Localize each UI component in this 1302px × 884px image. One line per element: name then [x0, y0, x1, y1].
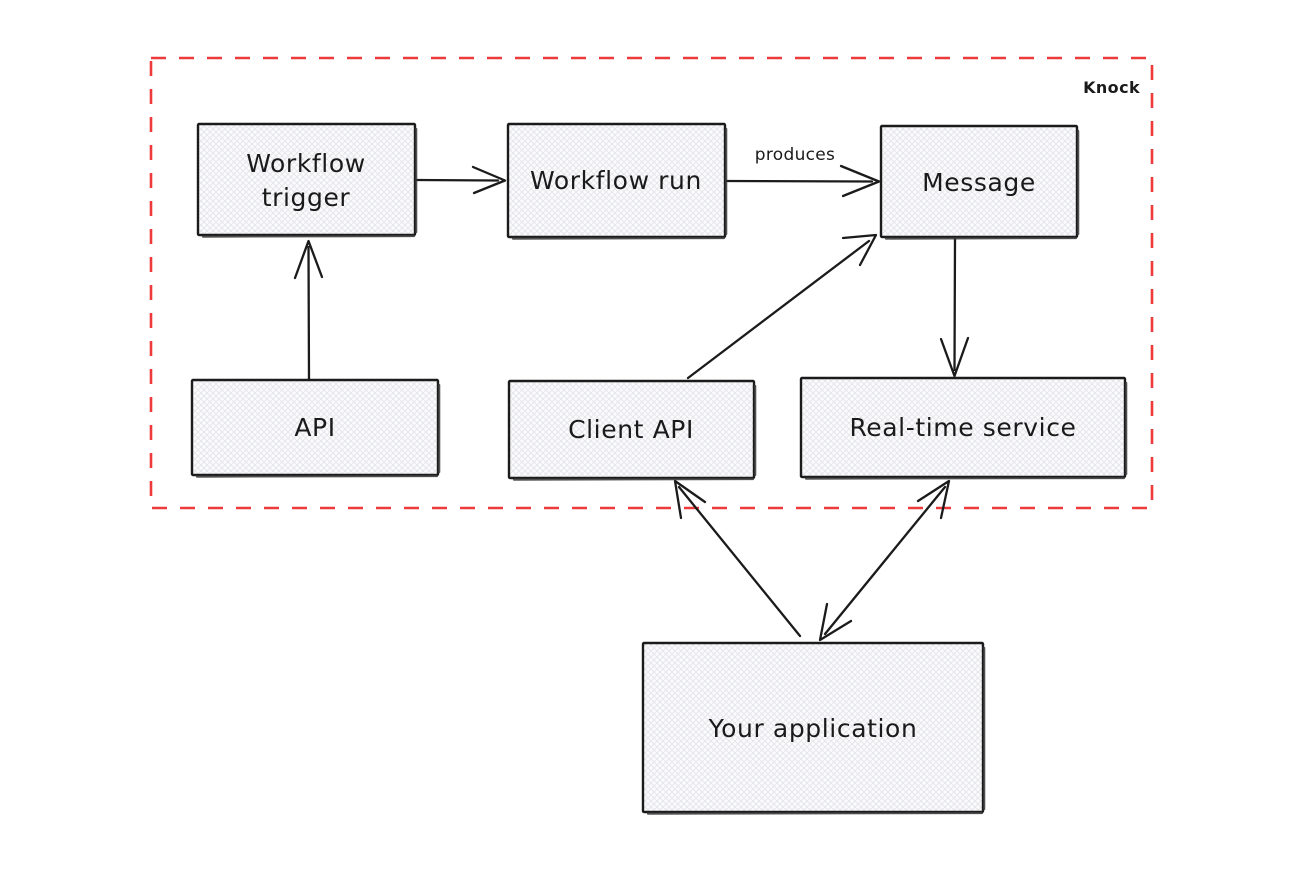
node-workflow-trigger[interactable]: Workflow trigger: [196, 122, 418, 238]
node-your-application[interactable]: Your application: [641, 641, 986, 815]
arrow-head-icon: [818, 602, 853, 642]
knock-group-label: Knock: [1083, 78, 1140, 97]
edge-trigger-to-run: [414, 165, 507, 195]
arrow-head-icon: [939, 336, 970, 378]
edge-application-to-client-api: [673, 479, 802, 638]
arrow-head-icon: [839, 164, 881, 198]
node-label-line2: trigger: [262, 183, 351, 212]
arrow-head-icon: [673, 479, 707, 520]
node-api[interactable]: API: [190, 378, 441, 478]
node-label: Message: [922, 168, 1036, 197]
node-client-api[interactable]: Client API: [507, 379, 757, 481]
arrow-head-icon: [471, 165, 507, 195]
edge-run-to-message: produces: [724, 145, 881, 198]
edge-label-produces: produces: [755, 145, 835, 165]
arrow-head-icon: [841, 233, 878, 267]
node-label: Real-time service: [849, 413, 1076, 442]
edge-api-to-trigger: [293, 239, 324, 381]
edge-real-time-service-to-application: [818, 479, 951, 642]
node-real-time-service[interactable]: Real-time service: [799, 376, 1128, 480]
edge-message-to-real-time-service: [939, 237, 970, 378]
node-label-line1: Workflow: [246, 149, 366, 178]
node-message[interactable]: Message: [879, 124, 1080, 240]
arrow-head-icon: [916, 479, 951, 520]
node-label: API: [294, 413, 335, 442]
arrow-head-icon: [293, 239, 324, 280]
node-label: Workflow run: [530, 166, 702, 195]
node-label: Client API: [568, 415, 694, 444]
edge-client-api-to-message: [686, 233, 878, 380]
node-workflow-run[interactable]: Workflow run: [506, 122, 728, 240]
knock-group-boundary: Knock: [149, 56, 1154, 510]
node-label: Your application: [708, 714, 918, 743]
